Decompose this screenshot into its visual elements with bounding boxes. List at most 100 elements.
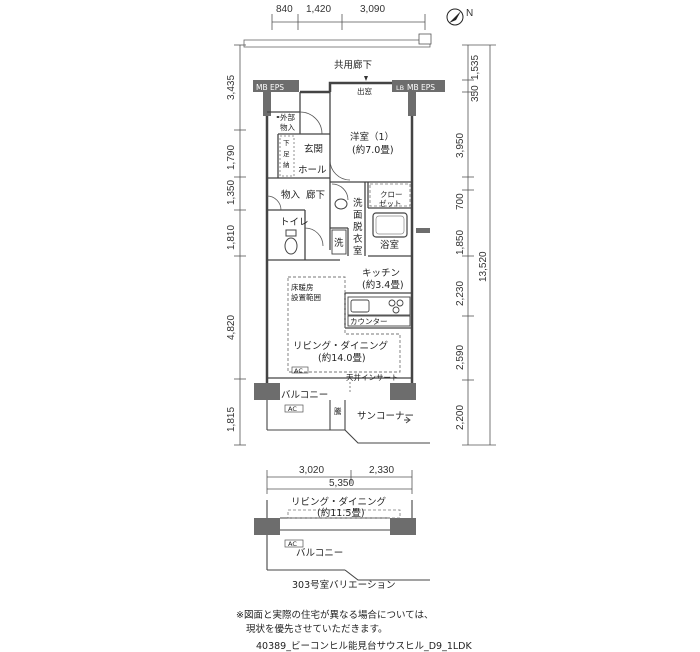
note-line-2: 現状を優先させていただきます。 bbox=[246, 624, 388, 635]
jp-label: 騰 bbox=[334, 406, 342, 416]
dim-right-2: 350 bbox=[470, 85, 481, 102]
outline-walls bbox=[265, 81, 414, 383]
bathtub bbox=[372, 212, 408, 238]
western-room-size: (約7.0畳) bbox=[352, 144, 394, 156]
dim-right-5: 1,850 bbox=[455, 230, 466, 255]
shoebox-area bbox=[279, 135, 295, 177]
dim-right-3: 3,950 bbox=[455, 133, 466, 158]
note-line-1: ※図面と実際の住宅が異なる場合については、 bbox=[236, 610, 434, 621]
dim-bottom-1: 3,020 bbox=[299, 465, 324, 476]
ac-label: AC bbox=[294, 367, 303, 375]
listing-code: 40389_ビーコンヒル能見台サウスヒル_D9_1LDK bbox=[256, 641, 472, 652]
mb-eps-right-label: MB EPS bbox=[407, 83, 435, 92]
counter-box bbox=[347, 315, 411, 327]
dim-right-6: 2,230 bbox=[455, 281, 466, 306]
partitions bbox=[267, 92, 412, 379]
dim-left-2: 1,790 bbox=[226, 145, 237, 170]
sun-corner-arrow-icon bbox=[404, 416, 411, 424]
shoebox-label-2: 足 bbox=[283, 150, 290, 158]
door-swings bbox=[266, 111, 351, 247]
washroom-label-3: 脱 bbox=[353, 221, 363, 233]
dim-right-total: 13,520 bbox=[478, 251, 489, 282]
corridor-top-band bbox=[243, 39, 431, 48]
svg-text:N: N bbox=[466, 8, 473, 19]
dim-left-5: 4,820 bbox=[226, 315, 237, 340]
western-room-label: 洋室（1） bbox=[350, 131, 394, 143]
washer-box bbox=[331, 229, 347, 255]
disclaimer-note: ※図面と実際の住宅が異なる場合については、 現状を優先させていただきます。 bbox=[236, 609, 496, 637]
variation-living-label: リビング・ダイニング bbox=[291, 496, 387, 508]
kitchen-label: キッチン bbox=[362, 268, 400, 279]
dim-top-3: 3,090 bbox=[360, 4, 385, 15]
closet-area bbox=[369, 183, 411, 207]
variation-balcony-label: バルコニー bbox=[296, 548, 343, 559]
corridor-top-fixture bbox=[418, 33, 432, 45]
dim-left-1: 3,435 bbox=[226, 75, 237, 100]
window-label: 出窓 bbox=[357, 86, 372, 96]
shoebox-label-1: 下 bbox=[283, 139, 290, 147]
variation-living-size: (約11.5畳) bbox=[317, 507, 365, 519]
floor-heating-area bbox=[287, 276, 401, 373]
washbasin-icon bbox=[334, 198, 348, 210]
dim-right-8: 2,200 bbox=[455, 405, 466, 430]
dim-top-1: 840 bbox=[276, 4, 293, 15]
bathroom-label: 浴室 bbox=[380, 239, 399, 251]
dim-right-1: 1,535 bbox=[470, 55, 481, 80]
living-size: (約14.0畳) bbox=[318, 352, 366, 364]
dim-right-4: 700 bbox=[455, 193, 466, 210]
floor-heating-label-1: 床暖房 bbox=[291, 282, 314, 292]
top-dimensions bbox=[271, 14, 426, 30]
variation-walls bbox=[254, 518, 416, 535]
counter-label: カウンター bbox=[350, 317, 388, 326]
washroom-label-5: 室 bbox=[353, 245, 363, 257]
kitchen-fixtures bbox=[347, 296, 411, 316]
variation-title: 303号室バリエーション bbox=[292, 579, 395, 591]
dim-bottom-2: 2,330 bbox=[369, 465, 394, 476]
sun-corner-label: サンコーナー bbox=[357, 411, 414, 422]
entrance-label: 玄関 bbox=[304, 143, 323, 155]
toilet-label: トイレ bbox=[280, 217, 309, 228]
walls bbox=[253, 80, 445, 400]
ac-box bbox=[291, 366, 309, 374]
dim-left-6: 1,815 bbox=[226, 407, 237, 432]
variation-ac-box bbox=[284, 539, 304, 548]
mb-eps-left-label: MB EPS bbox=[256, 83, 284, 92]
washroom-label-2: 面 bbox=[353, 210, 363, 221]
dim-right-7: 2,590 bbox=[455, 345, 466, 370]
floor-heating-label-2: 設置範囲 bbox=[291, 292, 321, 302]
storage-label: 物入 bbox=[281, 189, 301, 201]
corridor-label: 共用廊下 bbox=[334, 59, 372, 71]
hall-label: ホール bbox=[298, 165, 327, 176]
closet-label-2: ゼット bbox=[379, 198, 402, 208]
entry-arrow-icon bbox=[364, 76, 368, 81]
shoebox-label-3: 納 bbox=[283, 160, 290, 169]
toilet-icon bbox=[284, 229, 298, 255]
balcony-outline bbox=[266, 400, 430, 444]
closet-label-1: クロー bbox=[380, 190, 403, 199]
variation-dimensions bbox=[266, 470, 413, 494]
living-label: リビング・ダイニング bbox=[293, 340, 389, 352]
dim-top-2: 1,420 bbox=[306, 4, 331, 15]
north-arrow-icon: N bbox=[446, 8, 473, 26]
ceiling-insert-label: 天井インサート bbox=[346, 372, 399, 382]
right-dimensions bbox=[462, 44, 496, 446]
washer-label: 洗 bbox=[334, 237, 344, 249]
variation-floor-heating bbox=[287, 509, 401, 519]
hallway-label: 廊下 bbox=[306, 189, 325, 201]
balcony-label: バルコニー bbox=[281, 390, 328, 401]
balcony-ac-box bbox=[284, 404, 304, 413]
external-storage-label-1: 外部 bbox=[280, 112, 295, 122]
bathtub-inner bbox=[375, 215, 405, 235]
variation-ac-label: AC bbox=[288, 540, 297, 548]
dim-left-3: 1,350 bbox=[226, 180, 237, 205]
external-storage-label-2: 物入 bbox=[280, 122, 295, 132]
washroom-label-1: 洗 bbox=[353, 197, 363, 209]
lb-label: LB bbox=[396, 84, 404, 92]
dim-left-4: 1,810 bbox=[226, 225, 237, 250]
balcony-ac-label: AC bbox=[288, 405, 297, 413]
left-dimensions bbox=[234, 44, 246, 446]
washroom-label-4: 衣 bbox=[353, 233, 363, 245]
kitchen-size: (約3.4畳) bbox=[362, 279, 404, 291]
dim-bottom-total: 5,350 bbox=[329, 478, 354, 489]
